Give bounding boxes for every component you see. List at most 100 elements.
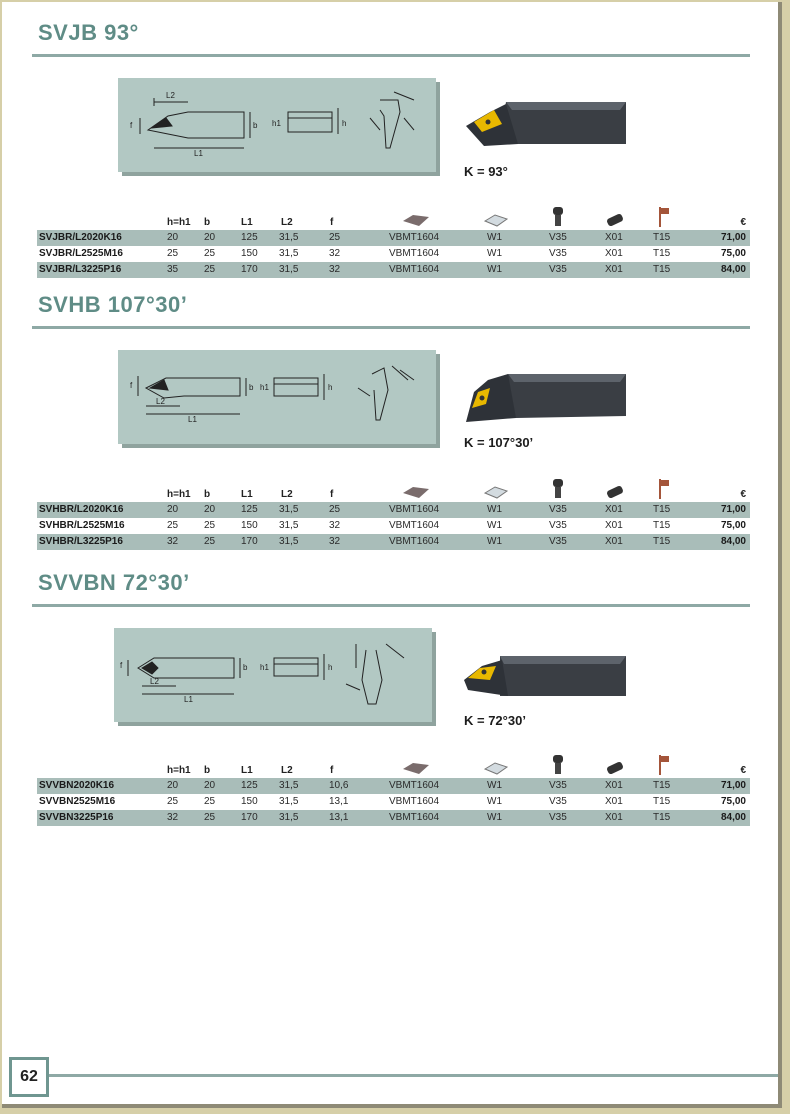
cell-h: 32 (167, 536, 179, 547)
screw-icon (553, 755, 563, 774)
cell-l1: 150 (241, 520, 258, 531)
header-h: h=h1 (167, 217, 191, 228)
cell-l1: 150 (241, 248, 258, 259)
cell-f: 10,6 (329, 780, 349, 791)
cell-code: SVJBR/L3225P16 (39, 264, 122, 275)
table-row: SVVBN3225P16 32 25 170 31,5 13,1 VBMT160… (37, 810, 750, 826)
cell-key: T15 (653, 232, 671, 243)
section-title: SVHB 107°30’ (38, 292, 188, 317)
cell-shim: W1 (487, 232, 502, 243)
table-row: SVVBN2525M16 25 25 150 31,5 13,1 VBMT160… (37, 794, 750, 810)
header-b: b (204, 489, 211, 500)
approach-angle-label: K = 72°30’ (464, 713, 526, 728)
cell-shim: W1 (487, 536, 502, 547)
page-number: 62 (9, 1057, 49, 1097)
cell-shim-screw: X01 (605, 248, 623, 259)
cell-l1: 170 (241, 264, 258, 275)
cell-h: 35 (167, 264, 179, 275)
cell-b: 25 (204, 248, 216, 259)
product-table: h=h1 b L1 L2 f € SVVBN2020K16 20 20 125 … (37, 755, 750, 826)
section-divider (32, 326, 750, 329)
insert-icon (403, 215, 429, 226)
cell-l2: 31,5 (279, 812, 299, 823)
svg-text:L1: L1 (194, 149, 203, 158)
svg-text:h: h (328, 383, 332, 392)
header-l1: L1 (241, 765, 253, 776)
table-row: SVVBN2020K16 20 20 125 31,5 10,6 VBMT160… (37, 778, 750, 794)
cell-h: 25 (167, 248, 179, 259)
cell-key: T15 (653, 520, 671, 531)
cell-shim-screw: X01 (605, 504, 623, 515)
cell-key: T15 (653, 536, 671, 547)
footer-divider (48, 1074, 778, 1077)
product-table: h=h1 b L1 L2 f € SVJBR/L2020K16 20 20 12… (37, 207, 750, 278)
cell-insert: VBMT1604 (389, 812, 440, 823)
header-price: € (740, 489, 746, 500)
cell-f: 32 (329, 520, 341, 531)
table-header: h=h1 b L1 L2 f € (37, 755, 750, 778)
cell-shim: W1 (487, 812, 502, 823)
cell-code: SVHBR/L2525M16 (39, 520, 125, 531)
header-h: h=h1 (167, 489, 191, 500)
cell-price: 71,00 (720, 504, 746, 515)
cell-shim: W1 (487, 796, 502, 807)
cell-price: 84,00 (720, 264, 746, 275)
section-title: SVVBN 72°30’ (38, 570, 190, 595)
table-row: SVHBR/L2020K16 20 20 125 31,5 25 VBMT160… (37, 502, 750, 518)
cell-f: 32 (329, 248, 341, 259)
svg-text:h1: h1 (260, 663, 269, 672)
svg-text:h1: h1 (272, 119, 281, 128)
cell-shim: W1 (487, 264, 502, 275)
table-header: h=h1 b L1 L2 f € (37, 479, 750, 502)
table-row: SVJBR/L2525M16 25 25 150 31,5 32 VBMT160… (37, 246, 750, 262)
cell-screw: V35 (549, 536, 567, 547)
cell-shim-screw: X01 (605, 536, 623, 547)
cell-h: 20 (167, 504, 179, 515)
cell-f: 13,1 (329, 812, 349, 823)
cell-l1: 125 (241, 504, 258, 515)
cell-key: T15 (653, 248, 671, 259)
cell-b: 20 (204, 232, 216, 243)
cell-screw: V35 (549, 796, 567, 807)
cell-screw: V35 (549, 232, 567, 243)
cell-l2: 31,5 (279, 504, 299, 515)
cell-h: 25 (167, 796, 179, 807)
cell-b: 25 (204, 536, 216, 547)
cell-screw: V35 (549, 780, 567, 791)
cell-price: 71,00 (720, 232, 746, 243)
cell-price: 75,00 (720, 520, 746, 531)
cell-l2: 31,5 (279, 264, 299, 275)
cell-shim-screw: X01 (605, 796, 623, 807)
svg-text:f: f (130, 381, 133, 390)
cell-l2: 31,5 (279, 232, 299, 243)
header-l2: L2 (281, 489, 293, 500)
cell-h: 20 (167, 232, 179, 243)
cell-insert: VBMT1604 (389, 248, 440, 259)
header-f: f (330, 489, 334, 500)
cell-price: 75,00 (720, 248, 746, 259)
header-l2: L2 (281, 217, 293, 228)
cell-code: SVHBR/L2020K16 (39, 504, 124, 515)
svg-text:f: f (120, 661, 123, 670)
cell-shim-screw: X01 (605, 812, 623, 823)
svg-text:L2: L2 (156, 397, 165, 406)
product-table: h=h1 b L1 L2 f € SVHBR/L2020K16 20 20 12… (37, 479, 750, 550)
cell-code: SVHBR/L3225P16 (39, 536, 123, 547)
cell-l2: 31,5 (279, 780, 299, 791)
cell-b: 20 (204, 504, 216, 515)
cell-shim: W1 (487, 248, 502, 259)
cell-price: 84,00 (720, 536, 746, 547)
cell-l2: 31,5 (279, 520, 299, 531)
cell-h: 25 (167, 520, 179, 531)
cell-h: 32 (167, 812, 179, 823)
cell-insert: VBMT1604 (389, 780, 440, 791)
table-row: SVHBR/L3225P16 32 25 170 31,5 32 VBMT160… (37, 534, 750, 550)
cell-l1: 125 (241, 780, 258, 791)
screw-icon (553, 207, 563, 226)
cell-f: 32 (329, 536, 341, 547)
screw-icon (553, 479, 563, 498)
section-divider (32, 54, 750, 57)
cell-code: SVJBR/L2020K16 (39, 232, 122, 243)
